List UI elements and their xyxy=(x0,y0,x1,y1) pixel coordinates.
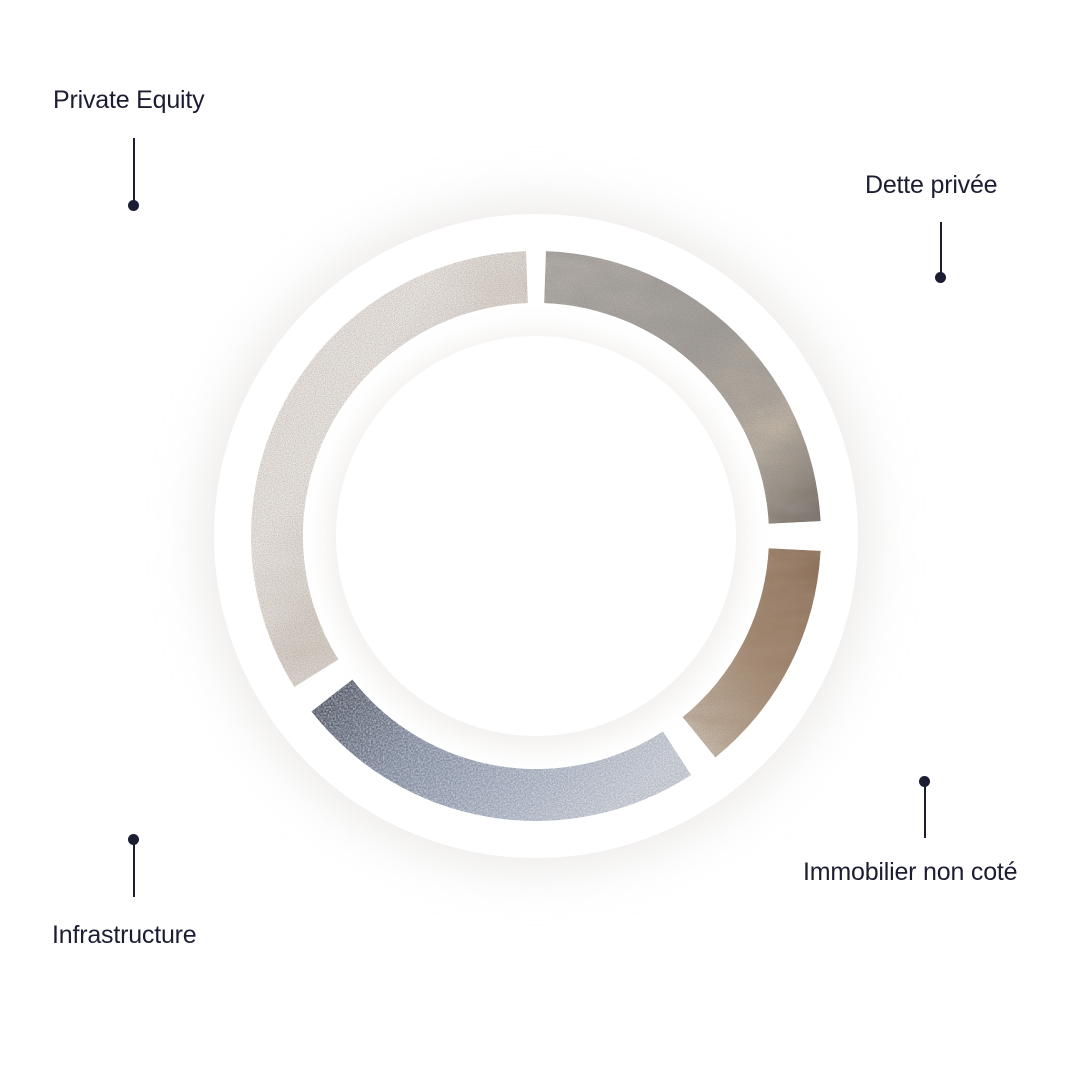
connector-dette-privee xyxy=(940,222,942,278)
connector-dot-private-equity xyxy=(128,200,139,211)
connector-private-equity xyxy=(133,138,135,206)
connector-immobilier-non-cote xyxy=(924,781,926,838)
connector-dot-dette-privee xyxy=(935,272,946,283)
ring-center xyxy=(336,336,736,736)
label-dette-privee: Dette privée xyxy=(865,171,998,199)
label-infrastructure: Infrastructure xyxy=(52,921,197,949)
connector-infrastructure xyxy=(133,839,135,897)
label-immobilier-non-cote: Immobilier non coté xyxy=(803,858,1018,886)
label-private-equity: Private Equity xyxy=(53,86,205,114)
